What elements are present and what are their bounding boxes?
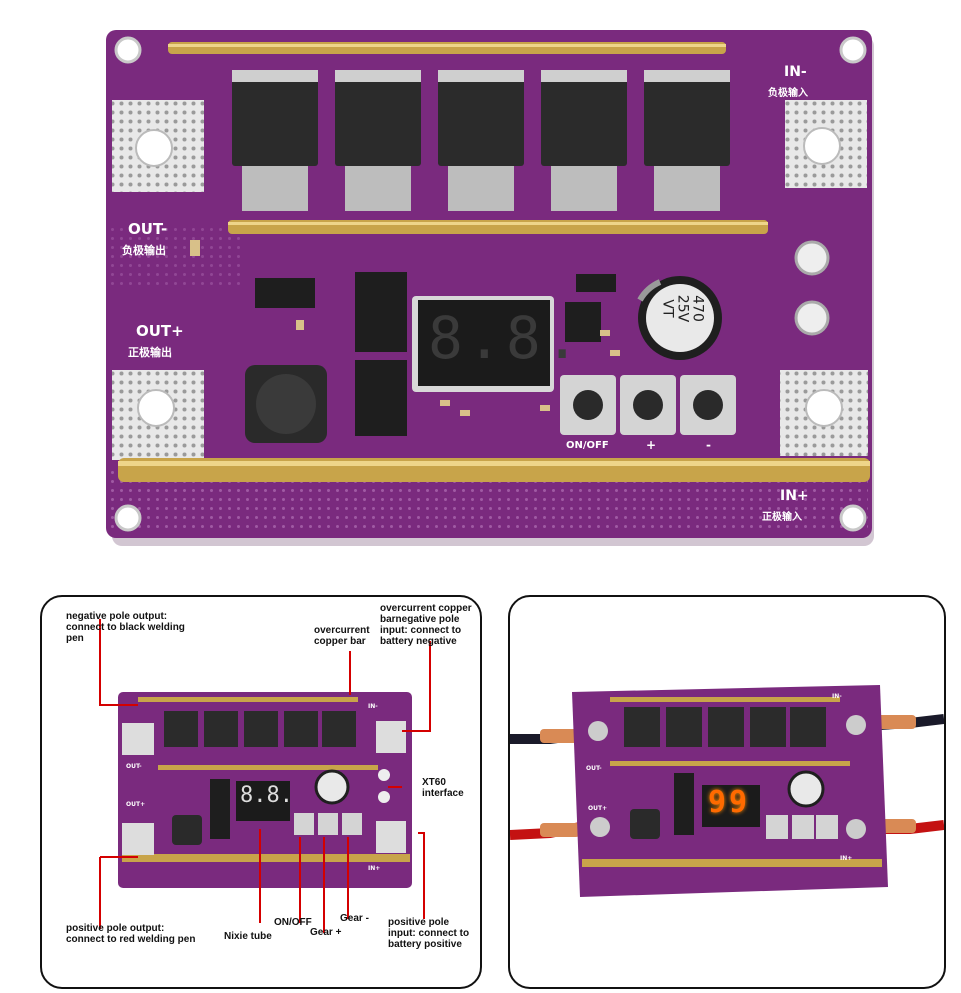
annotated-panel: IN- OUT- OUT+ IN+ 8.8. negative pole out… (40, 595, 482, 989)
mini-in-pos: IN+ (368, 865, 381, 872)
label-in-pos-cn: 正极输入 (762, 512, 802, 523)
callout-gear-plus: Gear + (310, 927, 342, 938)
label-button-onoff: ON/OFF (566, 440, 609, 451)
callout-neg-input: overcurrent copper barnegative pole inpu… (380, 603, 472, 647)
mini-display: 8.8. (240, 783, 293, 808)
powered-out-pos: OUT+ (588, 805, 608, 812)
callout-pos-input: positive pole input: connect to battery … (388, 917, 470, 950)
display-digits: 8.8. (428, 304, 584, 372)
powered-display: 99 (708, 785, 751, 820)
main-board-photo: IN- 负极输入 OUT- 负极输出 OUT+ 正极输出 IN+ 正极输入 ON… (106, 30, 874, 546)
annotated-board (99, 619, 431, 933)
powered-in-pos: IN+ (840, 855, 853, 862)
callout-xt60: XT60 interface (422, 777, 464, 799)
capacitor-series: VT (659, 299, 676, 318)
callout-neg-output: negative pole output: connect to black w… (66, 611, 185, 644)
mount-hole (839, 36, 867, 64)
callout-copper-bar: overcurrent copper bar (314, 625, 370, 647)
label-out-neg-cn: 负极输出 (122, 244, 166, 257)
capacitor-voltage: 25V (674, 294, 691, 323)
label-in-pos: IN+ (780, 488, 809, 504)
capacitor-text: 470 25V VT (659, 289, 706, 329)
capacitor-value: 470 (689, 295, 706, 322)
mosfet-row (232, 78, 730, 166)
callout-onoff: ON/OFF (274, 917, 312, 928)
powered-in-neg: IN- (832, 693, 842, 700)
pcb-board (106, 30, 874, 546)
label-out-pos-cn: 正极输出 (128, 346, 172, 359)
callout-nixie: Nixie tube (224, 931, 272, 942)
callout-pos-output: positive pole output: connect to red wel… (66, 923, 196, 945)
mount-hole (114, 36, 142, 64)
label-out-pos: OUT+ (136, 322, 184, 340)
powered-out-neg: OUT- (586, 765, 602, 772)
label-in-neg-cn: 负极输入 (768, 88, 808, 99)
mount-hole (839, 504, 867, 532)
mount-hole (114, 504, 142, 532)
label-out-neg: OUT- (128, 220, 168, 238)
label-in-neg: IN- (784, 64, 807, 80)
powered-panel: IN- OUT- OUT+ IN+ 99 (508, 595, 946, 989)
powered-board (510, 685, 944, 897)
label-button-minus: - (706, 438, 711, 452)
mini-in-neg: IN- (368, 703, 378, 710)
mini-out-pos: OUT+ (126, 801, 146, 808)
copper-bar-top (168, 42, 726, 54)
callout-gear-minus: Gear - (340, 913, 369, 924)
label-button-plus: + (646, 438, 657, 452)
mini-out-neg: OUT- (126, 763, 142, 770)
